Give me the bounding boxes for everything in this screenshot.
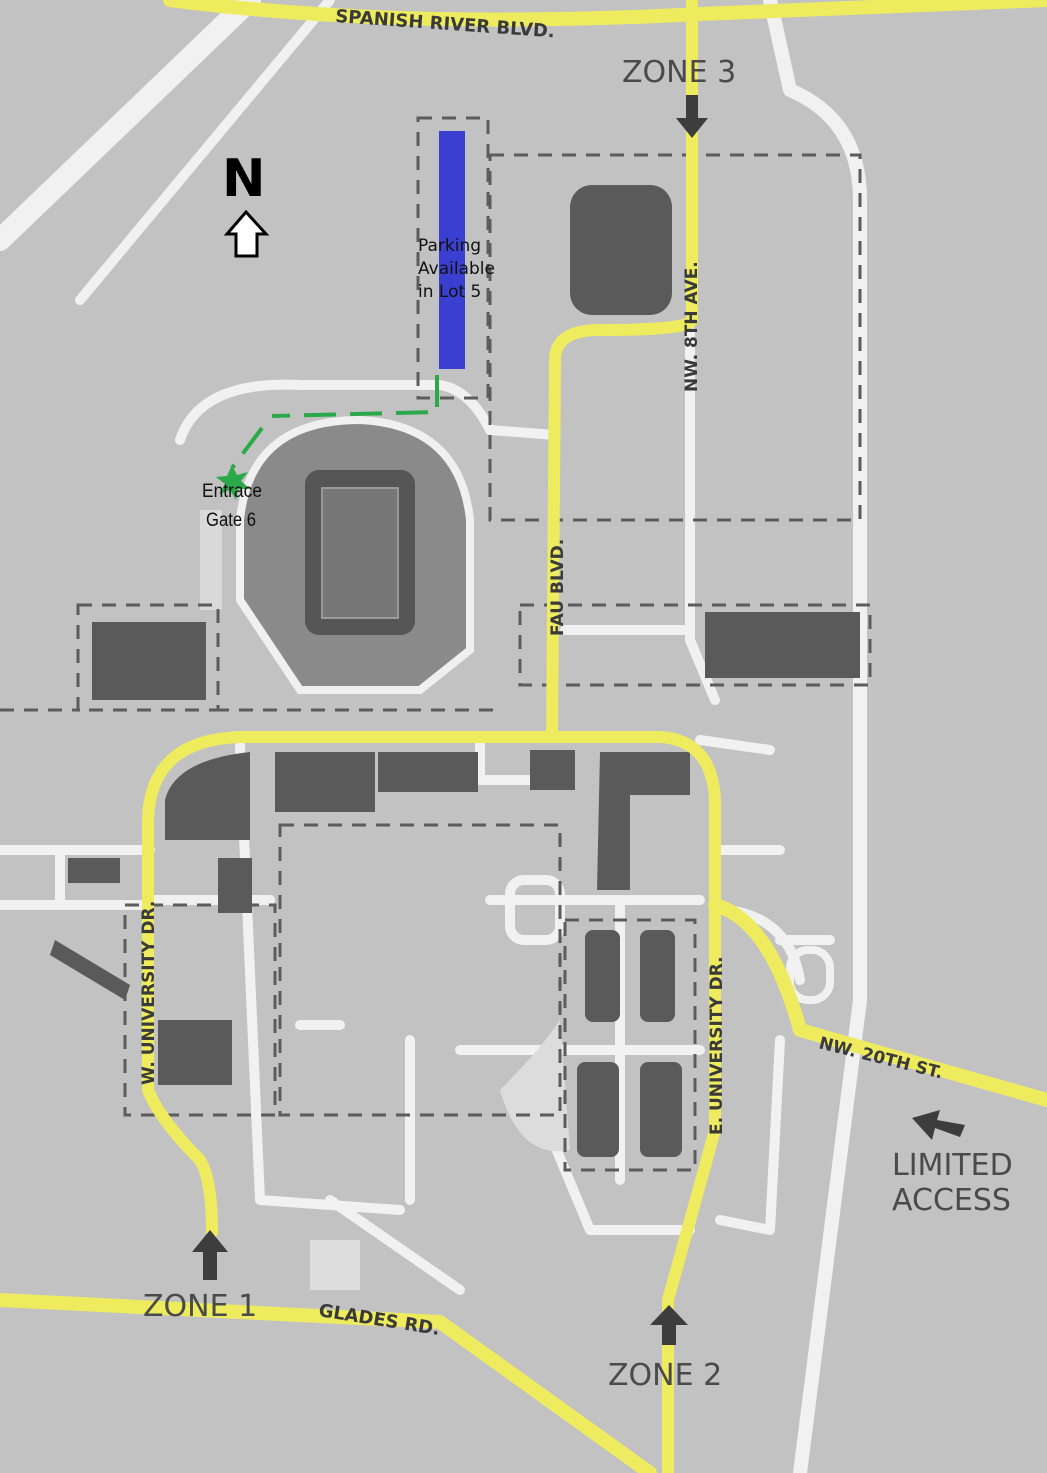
zone1-arrow-icon — [192, 1230, 228, 1280]
label-limited-access-line2: ACCESS — [892, 1183, 1011, 1218]
label-zone-1: ZONE 1 — [143, 1289, 257, 1324]
walking-path — [216, 375, 439, 500]
arrows — [192, 95, 965, 1345]
label-nw-8th-ave: NW. 8TH AVE. — [682, 261, 702, 392]
north-arrow-icon — [223, 209, 270, 258]
label-zone-2: ZONE 2 — [608, 1358, 722, 1393]
entrance-note-line1: Entrace — [202, 481, 262, 502]
stadium — [236, 415, 474, 694]
entrance-star-icon — [216, 465, 250, 500]
parking-note-line2: Available — [418, 259, 495, 279]
buildings — [50, 185, 860, 1157]
zone3-arrow-icon — [676, 95, 708, 138]
label-w-university-dr: W. UNIVERSITY DR. — [139, 901, 159, 1085]
lot-5-parking-marker — [439, 131, 465, 369]
zone2-arrow-icon — [650, 1305, 688, 1345]
entrance-note-line2: Gate 6 — [206, 510, 256, 531]
limited-access-arrow-icon — [912, 1110, 965, 1140]
background-roads — [0, 0, 867, 1473]
label-fau-blvd: FAU BLVD. — [548, 539, 568, 636]
label-limited-access-line1: LIMITED — [892, 1148, 1013, 1183]
label-zone-3: ZONE 3 — [622, 55, 736, 90]
parking-note-line1: Parking — [418, 236, 481, 256]
north-label: N — [222, 149, 266, 209]
label-e-university-dr: E. UNIVERSITY DR. — [707, 956, 727, 1135]
parking-lots — [0, 116, 872, 1172]
parking-note-line3: in Lot 5 — [418, 282, 481, 302]
